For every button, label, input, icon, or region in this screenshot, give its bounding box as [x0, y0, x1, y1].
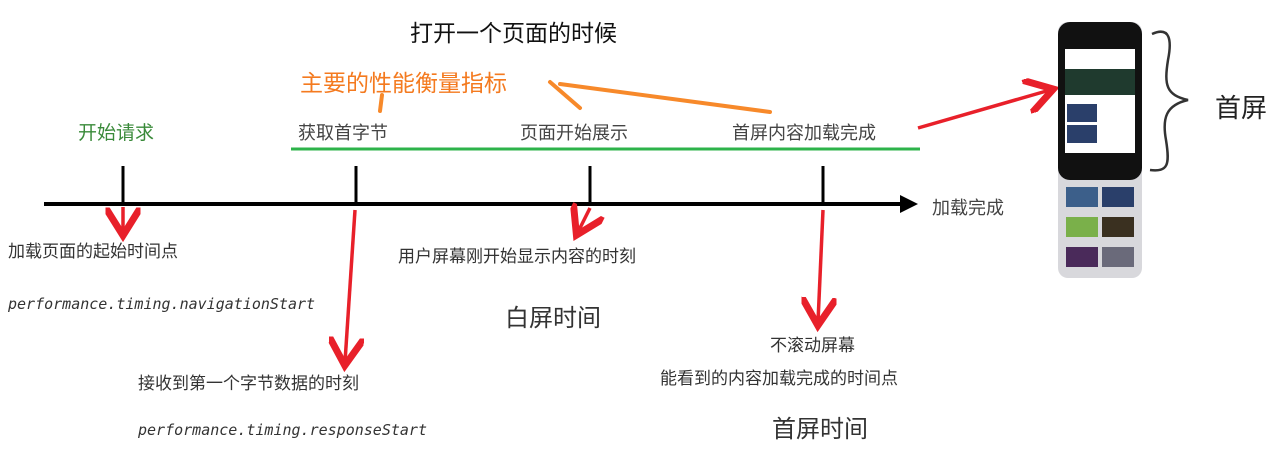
- first-screen-name: 首屏时间: [772, 415, 868, 443]
- first-screen-desc-2: 能看到的内容加载完成的时间点: [660, 369, 898, 389]
- start-request-label: 开始请求: [78, 122, 155, 144]
- phone-screen: [1065, 49, 1135, 153]
- timeline-arrowhead: [900, 195, 918, 213]
- first-byte-desc: 接收到第一个字节数据的时刻: [138, 374, 359, 394]
- first-byte-api: performance.timing.responseStart: [138, 421, 427, 439]
- red-arrows: [123, 90, 1050, 362]
- orange-pointers: [378, 80, 772, 114]
- first-screen-label: 首屏: [1215, 94, 1268, 124]
- load-complete-label: 加载完成: [932, 198, 1004, 219]
- first-paint-name: 白屏时间: [505, 304, 601, 332]
- start-api: performance.timing.navigationStart: [8, 295, 316, 313]
- phone-body: [1058, 22, 1142, 180]
- first-screen-desc-1: 不滚动屏幕: [770, 336, 855, 356]
- start-desc: 加载页面的起始时间点: [8, 242, 178, 262]
- first-paint-desc: 用户屏幕刚开始显示内容的时刻: [398, 247, 636, 267]
- diagram-title: 打开一个页面的时候: [410, 21, 617, 47]
- metrics-label: 主要的性能衡量指标: [300, 71, 507, 97]
- milestone-first-byte: 获取首字节: [298, 123, 388, 144]
- milestone-first-screen: 首屏内容加载完成: [732, 123, 876, 144]
- brace-icon: [1149, 30, 1189, 172]
- timeline-ticks: [121, 166, 825, 204]
- milestone-first-paint: 页面开始展示: [520, 123, 628, 144]
- phone-illustration: [1058, 22, 1142, 278]
